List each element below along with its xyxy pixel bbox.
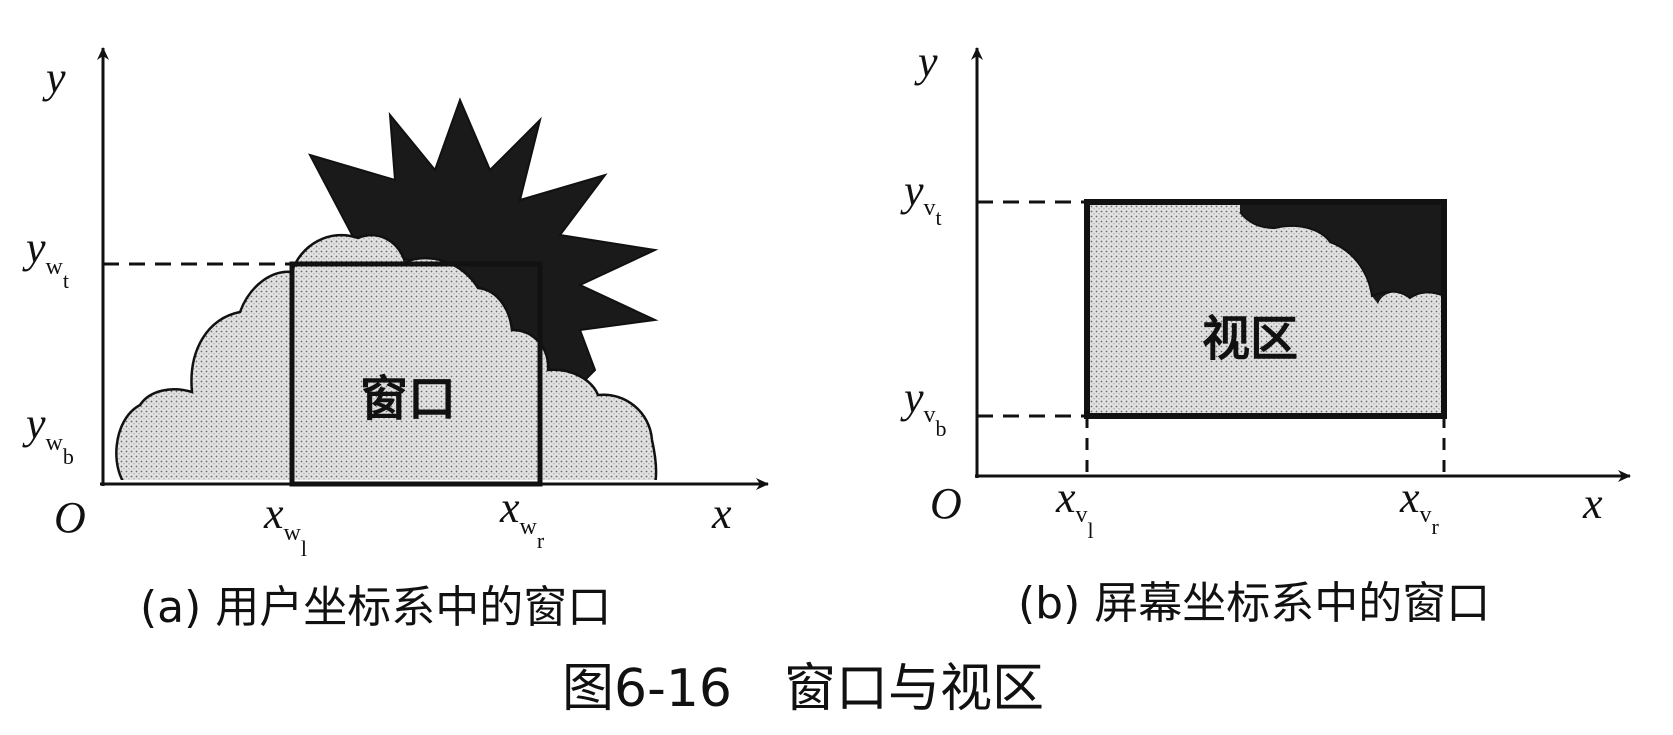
subcaption-a: (a) 用户坐标系中的窗口 [140,582,611,633]
viewport-cloud-edge [1239,211,1444,300]
xwr-label: xwr [499,483,545,553]
subcaption-b: (b) 屏幕坐标系中的窗口 [1018,578,1490,629]
yvt-label: yvt [900,166,942,230]
axis-x-label-a: x [711,489,732,538]
cloud-shape [115,233,658,480]
window-label: 窗口 [360,371,456,427]
xwl-label: xwl [263,489,307,561]
xvl-label: xvl [1055,473,1094,543]
xvr-label: xvr [1399,473,1440,539]
yvb-label: yvb [900,373,947,441]
panel-a-user-coordinates: 窗口 y O x ywt ywb xwl xwr (a) 用户坐标系中的窗口 [22,47,769,633]
figure-caption: 图6-16 窗口与视区 [562,659,1044,719]
axis-y-label-b: y [914,37,938,86]
axis-x-label-b: x [1582,479,1603,528]
panel-b-screen-coordinates: 视区 y O x yvt yvb xvl xvr (b) 屏幕坐标系中的窗口 [900,37,1631,629]
origin-label-b: O [930,479,962,528]
ywt-label: ywt [22,223,69,293]
ywb-label: ywb [22,399,74,469]
viewport-rect [1084,199,1447,419]
viewport-label: 视区 [1202,311,1298,367]
axis-y-label-a: y [42,53,66,102]
origin-label-a: O [54,493,86,542]
viewport-star-part [1240,202,1444,304]
